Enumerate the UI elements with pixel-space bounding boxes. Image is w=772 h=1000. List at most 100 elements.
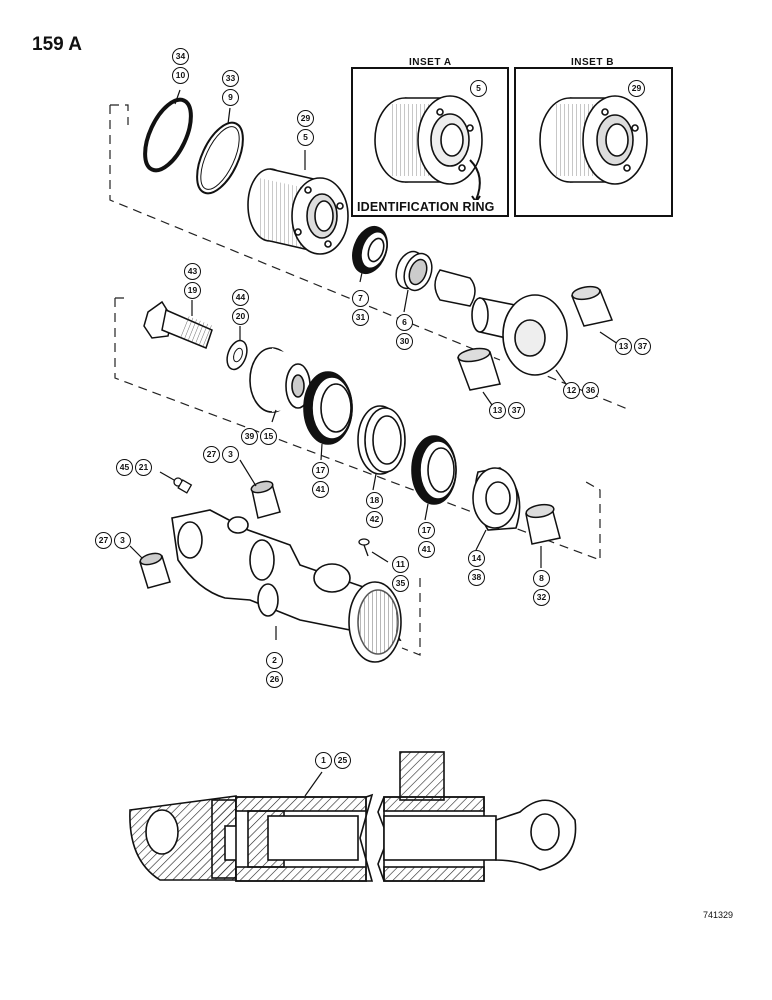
- callout-number: 41: [418, 541, 435, 558]
- callout-number: 3: [114, 532, 131, 549]
- backup-ring-33-9: [196, 121, 244, 195]
- callout-number: 7: [352, 290, 369, 307]
- callout-number: 39: [241, 428, 258, 445]
- callout-number: 31: [352, 309, 369, 326]
- page-number: 159 A: [32, 34, 82, 55]
- callout-number: 6: [396, 314, 413, 331]
- callout-number: 35: [392, 575, 409, 592]
- wiper-6-30: [395, 250, 433, 292]
- callout-number: 13: [489, 402, 506, 419]
- callout-number: 33: [222, 70, 239, 87]
- callout-number: 41: [312, 481, 329, 498]
- callout-number: 38: [468, 569, 485, 586]
- callout-number: 29: [628, 80, 645, 97]
- gland-29-5: [247, 168, 349, 255]
- callout-43-19: 43 19: [184, 263, 201, 301]
- callout-6-30: 6 30: [396, 314, 413, 352]
- callout-number: 21: [135, 459, 152, 476]
- callout-8-32: 8 32: [533, 570, 550, 608]
- callout-number: 17: [312, 462, 329, 479]
- rod-segment: [434, 269, 476, 307]
- callout-number: 8: [533, 570, 550, 587]
- callout-34-10: 34 10: [172, 48, 189, 86]
- assembled-cylinder-section: [129, 751, 577, 882]
- inset-b-gland: [539, 95, 648, 185]
- set-screw-11-35: [358, 538, 370, 557]
- inset-b-frame: [514, 67, 673, 217]
- bushing-13-37-right: [570, 285, 614, 327]
- callout-number: 42: [366, 511, 383, 528]
- callout-number: 30: [396, 333, 413, 350]
- callout-18-42: 18 42: [366, 492, 383, 530]
- rod-eye-12-36: [471, 294, 568, 376]
- bushing-8-32: [525, 503, 561, 545]
- callout-number: 3: [222, 446, 239, 463]
- grease-fitting-45-21: [173, 477, 193, 494]
- identification-ring-label: IDENTIFICATION RING: [356, 200, 496, 214]
- callout-inset-a: 5: [470, 80, 487, 99]
- bushing-27-3-upper: [250, 480, 281, 519]
- callout-2-26: 2 26: [266, 652, 283, 690]
- callout-14-38: 14 38: [468, 550, 485, 588]
- callout-number: 26: [266, 671, 283, 688]
- callout-number: 27: [95, 532, 112, 549]
- callout-33-9: 33 9: [222, 70, 239, 108]
- piston-39-15: [249, 347, 311, 413]
- callout-11-35: 11 35: [392, 556, 409, 594]
- callout-number: 9: [222, 89, 239, 106]
- callout-number: 37: [634, 338, 651, 355]
- callout-number: 36: [582, 382, 599, 399]
- o-ring-34-10: [143, 97, 193, 173]
- callout-number: 44: [232, 289, 249, 306]
- cylinder-barrel-2-26: [171, 509, 402, 663]
- callout-number: 19: [184, 282, 201, 299]
- callout-number: 2: [266, 652, 283, 669]
- inset-a-frame: [351, 67, 509, 217]
- callout-44-20: 44 20: [232, 289, 249, 327]
- assembly-outline-middle: [114, 297, 601, 561]
- callout-number: 14: [468, 550, 485, 567]
- callout-17-41-b: 17 41: [418, 522, 435, 560]
- callout-number: 43: [184, 263, 201, 280]
- callout-number: 34: [172, 48, 189, 65]
- leader-1-25: [304, 771, 323, 797]
- callout-7-31: 7 31: [352, 290, 369, 328]
- callout-number: 29: [297, 110, 314, 127]
- piston-seal-17-41-b: [411, 435, 457, 505]
- callout-number: 5: [470, 80, 487, 97]
- callout-number: 12: [563, 382, 580, 399]
- bushing-27-3-lower: [139, 552, 171, 589]
- callout-inset-b: 29: [628, 80, 645, 99]
- seal-7-31: [352, 225, 388, 275]
- callout-17-41-a: 17 41: [312, 462, 329, 500]
- inset-a-gland: [374, 95, 483, 204]
- callout-number: 37: [508, 402, 525, 419]
- callout-number: 25: [334, 752, 351, 769]
- callout-29-5: 29 5: [297, 110, 314, 148]
- inset-b-title: INSET B: [571, 57, 614, 68]
- callout-number: 20: [232, 308, 249, 325]
- assembly-outline-lower: [401, 578, 421, 656]
- callout-number: 17: [418, 522, 435, 539]
- piston-seal-17-41-a: [303, 371, 353, 445]
- wear-ring-18-42: [357, 405, 406, 475]
- bushing-13-37-left: [456, 347, 501, 391]
- callout-number: 45: [116, 459, 133, 476]
- callout-number: 18: [366, 492, 383, 509]
- callout-number: 11: [392, 556, 409, 573]
- callout-number: 27: [203, 446, 220, 463]
- callout-number: 32: [533, 589, 550, 606]
- callout-number: 13: [615, 338, 632, 355]
- drawing-number: 741329: [703, 910, 734, 920]
- callout-number: 1: [315, 752, 332, 769]
- callout-number: 10: [172, 67, 189, 84]
